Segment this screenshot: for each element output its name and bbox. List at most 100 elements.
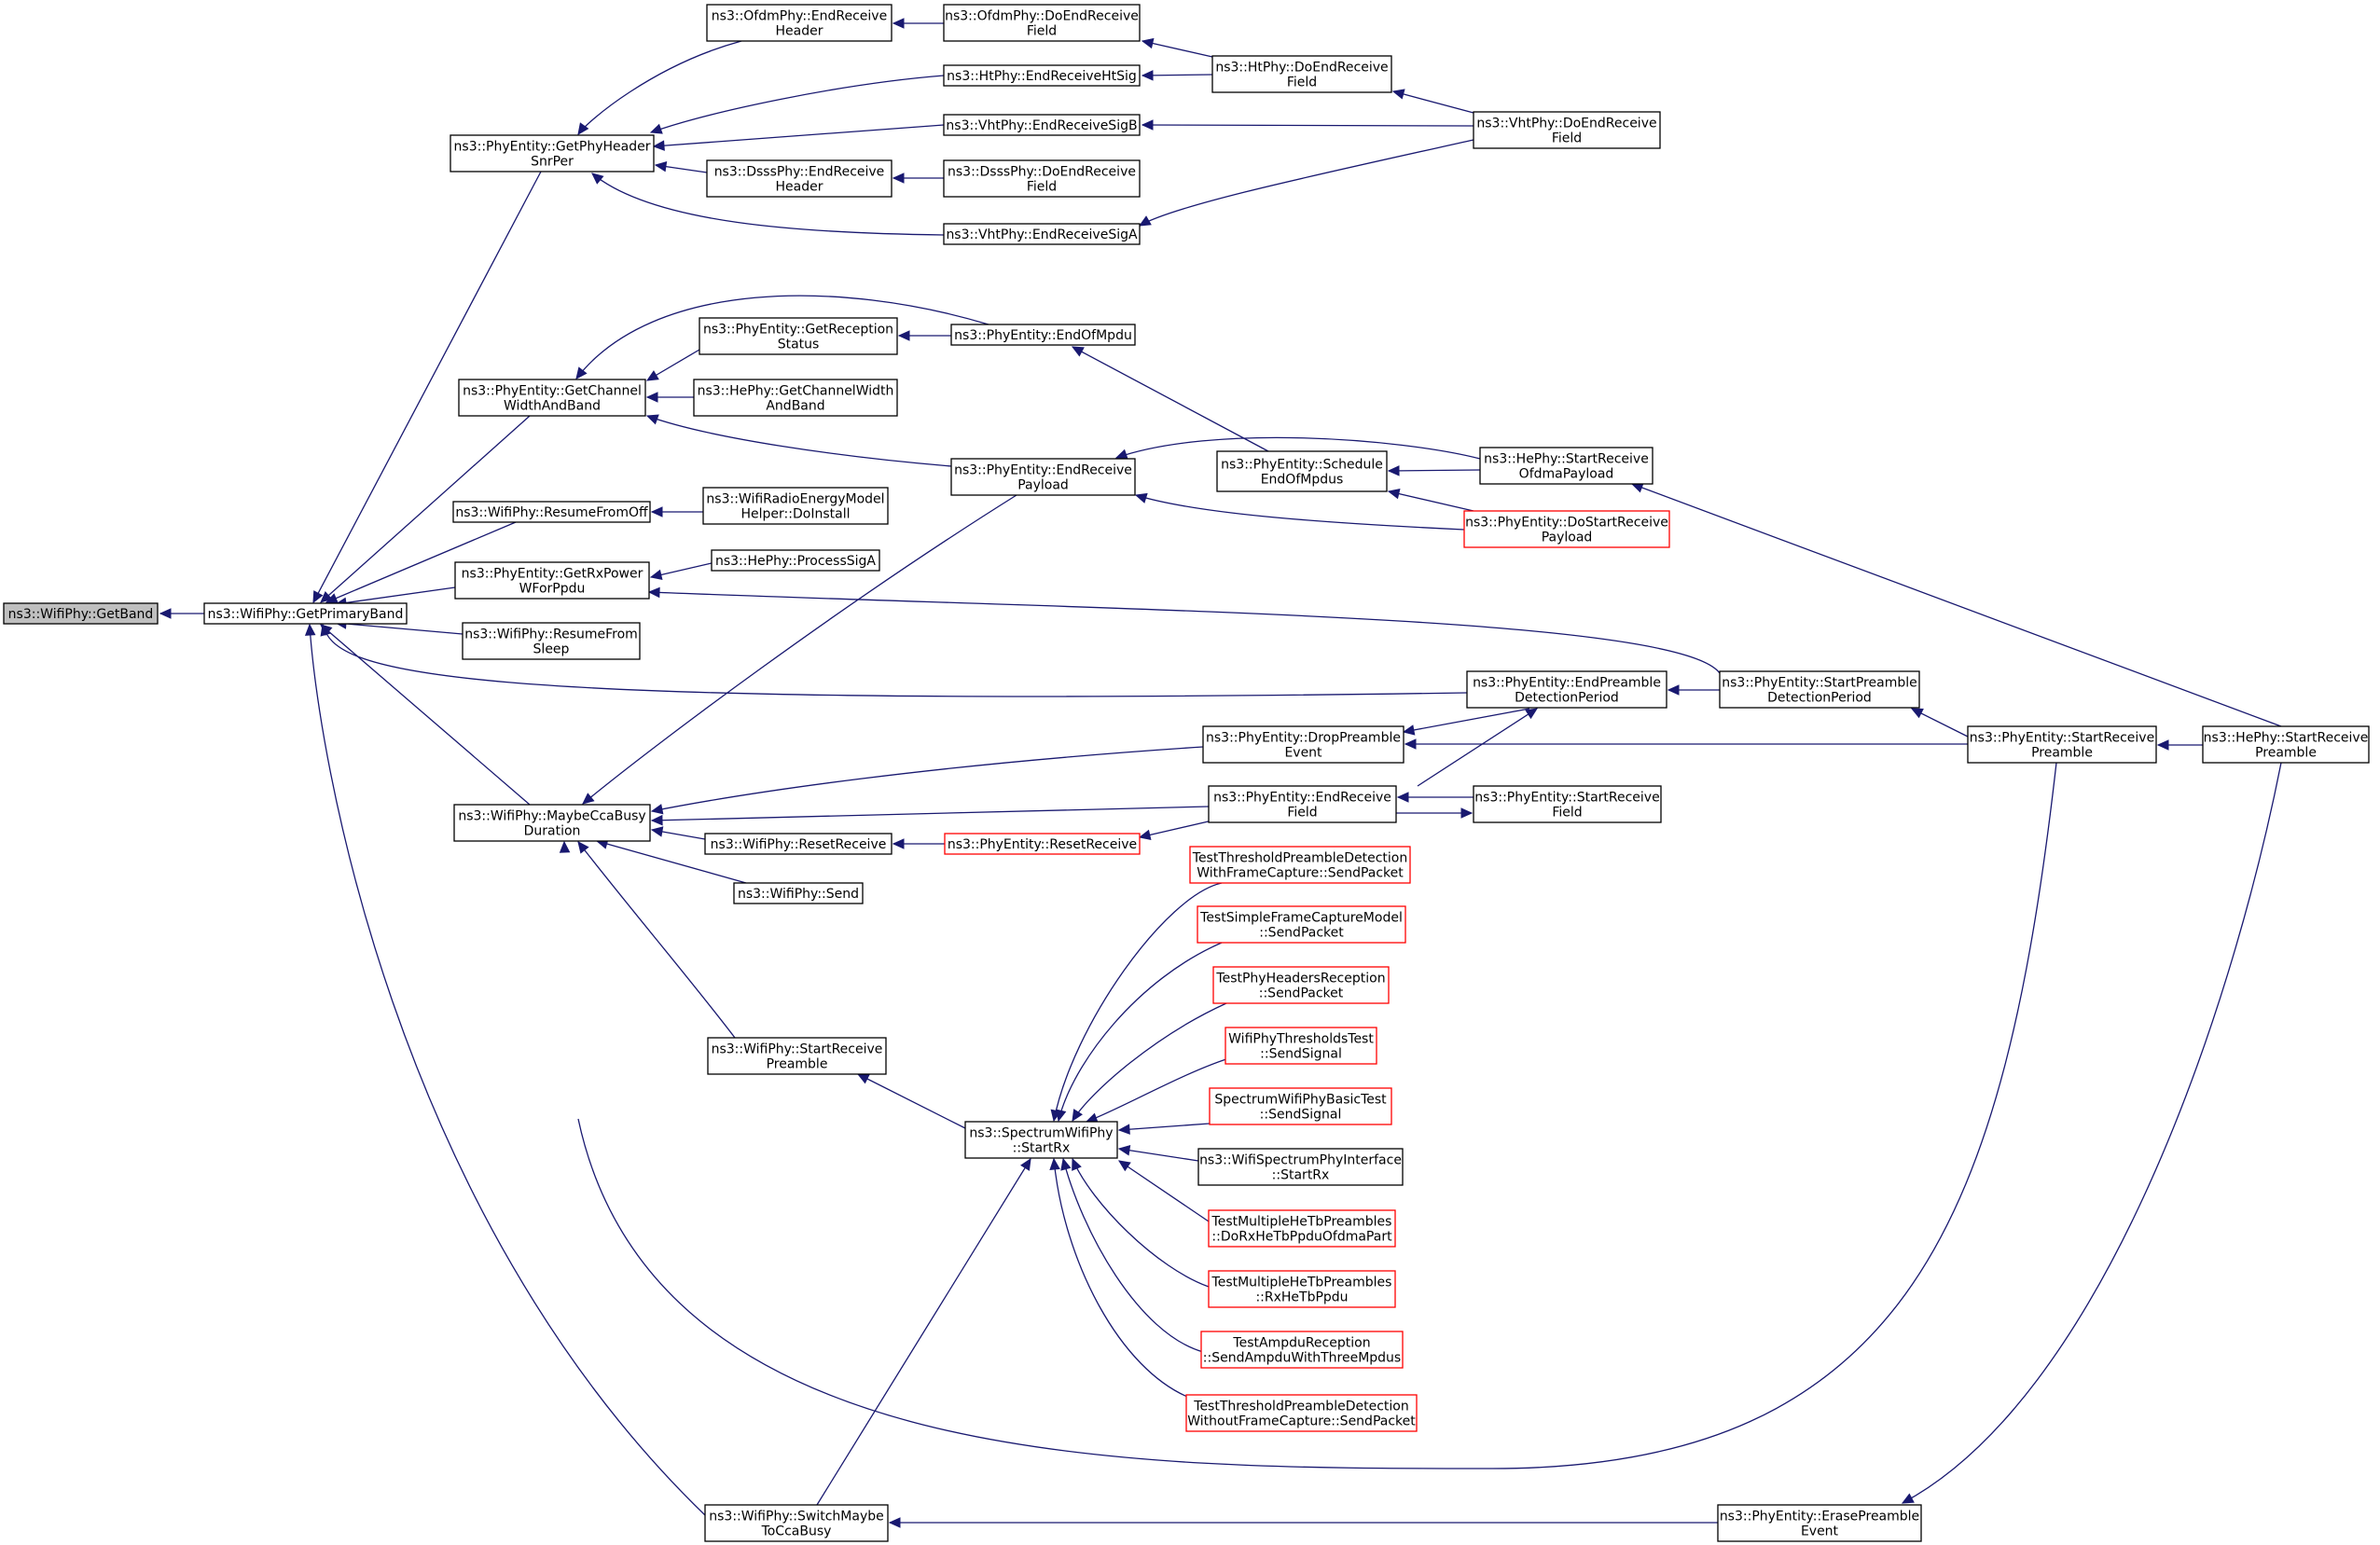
node-label: ns3::WifiSpectrumPhyInterface: [1199, 1153, 1402, 1168]
edge-line: [582, 494, 1017, 805]
node-label: ToCcaBusy: [761, 1524, 832, 1539]
call-edge-maybeccabusyduration-to-getprimaryband: [320, 624, 531, 806]
node-endpreambledetectionperiod[interactable]: ns3::PhyEntity::EndPreambleDetectionPeri…: [1466, 670, 1667, 709]
node-box: [1967, 725, 2157, 764]
node-wifiradioenergy[interactable]: ns3::WifiRadioEnergyModelHelper::DoInsta…: [702, 487, 889, 525]
node-box: [943, 4, 1141, 42]
node-he_processsiga[interactable]: ns3::HePhy::ProcessSigA: [711, 549, 880, 572]
node-label: ns3::VhtPhy::EndReceiveSigA: [946, 228, 1138, 242]
edge-arrowhead: [1667, 684, 1680, 696]
node-box: [1717, 1504, 1922, 1542]
node-vht_endreceivesiga[interactable]: ns3::VhtPhy::EndReceiveSigA: [943, 223, 1141, 245]
node-label: ns3::PhyEntity::ResetReceive: [948, 837, 1137, 852]
node-t_thresholds[interactable]: WifiPhyThresholdsTest::SendSignal: [1225, 1027, 1377, 1065]
node-label: ns3::WifiPhy::ResetReceive: [711, 837, 887, 852]
edge-line: [575, 295, 989, 379]
edge-line: [1072, 1158, 1210, 1288]
call-edge-startpreambledetectionperiod-to-getrxpowerwforppdu: [647, 586, 1721, 674]
node-box: [450, 134, 655, 172]
node-label: ns3::HtPhy::DoEndReceive: [1215, 61, 1388, 76]
edge-line: [1403, 708, 1530, 733]
node-label: TestMultipleHeTbPreambles: [1211, 1215, 1392, 1230]
edge-arrowhead: [897, 330, 910, 341]
node-vht_endreceivesigb[interactable]: ns3::VhtPhy::EndReceiveSigB: [943, 114, 1141, 136]
edge-arrowhead: [645, 414, 659, 425]
node-wifi_send[interactable]: ns3::WifiPhy::Send: [733, 882, 864, 904]
node-t_phyheaders[interactable]: TestPhyHeadersReception::SendPacket: [1212, 966, 1390, 1004]
node-box: [1208, 1209, 1396, 1248]
node-t_multi_dorx[interactable]: TestMultipleHeTbPreambles::DoRxHeTbPpduO…: [1208, 1209, 1396, 1248]
node-t_multi_rx[interactable]: TestMultipleHeTbPreambles::RxHeTbPpdu: [1208, 1270, 1396, 1308]
edge-arrowhead: [1460, 807, 1474, 819]
edge-line: [1631, 483, 2282, 727]
edge-line: [816, 1158, 1031, 1506]
call-edge-droppreambleevent-to-maybeccabusyduration: [650, 746, 1204, 815]
edge-line: [309, 624, 706, 1516]
call-edge-startpreambledetectionperiod-to-endpreambledetectionperiod: [1667, 684, 1720, 696]
node-box: [454, 561, 650, 600]
node-getprimaryband[interactable]: ns3::WifiPhy::GetPrimaryBand: [203, 602, 408, 625]
edge-arrowhead: [1910, 708, 1924, 719]
node-wifi_resetreceive[interactable]: ns3::WifiPhy::ResetReceive: [704, 833, 892, 855]
node-getband[interactable]: ns3::WifiPhy::GetBand: [3, 602, 159, 625]
node-label: Header: [776, 180, 823, 195]
edge-arrowhead: [1134, 492, 1148, 504]
node-box: [1185, 1394, 1418, 1432]
edge-line: [1072, 346, 1269, 452]
node-t_thresh_with[interactable]: TestThresholdPreambleDetectionWithFrameC…: [1189, 846, 1411, 884]
call-edge-wifiradioenergy-to-resumefromoff: [650, 506, 703, 517]
node-spectrum_startrx[interactable]: ns3::SpectrumWifiPhy::StartRx: [964, 1121, 1118, 1159]
node-endofmpdu[interactable]: ns3::PhyEntity::EndOfMpdu: [950, 324, 1136, 346]
call-edge-wifi_resetreceive-to-maybeccabusyduration: [650, 826, 706, 840]
edge-arrowhead: [1404, 738, 1417, 750]
node-startpreambledetectionperiod[interactable]: ns3::PhyEntity::StartPreambleDetectionPe…: [1719, 670, 1920, 709]
node-t_spectrumbasic[interactable]: SpectrumWifiPhyBasicTest::SendSignal: [1209, 1087, 1392, 1125]
edge-arrowhead: [1071, 346, 1085, 357]
node-t_thresh_without[interactable]: TestThresholdPreambleDetectionWithoutFra…: [1185, 1394, 1418, 1432]
node-label: ns3::PhyEntity::Schedule: [1221, 458, 1383, 473]
edge-arrowhead: [649, 123, 663, 134]
node-t_ampdu[interactable]: TestAmpduReception::SendAmpduWithThreeMp…: [1200, 1331, 1404, 1369]
node-wifispectrumiface[interactable]: ns3::WifiSpectrumPhyInterface::StartRx: [1197, 1148, 1404, 1186]
node-box: [707, 1037, 887, 1075]
call-edge-he_startreceivepreamble-to-erasepreambleevent: [1901, 762, 2282, 1504]
edge-line: [650, 75, 945, 133]
node-ht_endreceivehtsig[interactable]: ns3::HtPhy::EndReceiveHtSig: [943, 64, 1141, 87]
node-t_simpleframe[interactable]: TestSimpleFrameCaptureModel::SendPacket: [1197, 905, 1406, 944]
node-box: [3, 602, 159, 625]
node-label: Field: [1287, 806, 1317, 821]
edge-arrowhead: [1141, 70, 1154, 81]
node-pe_resetreceive[interactable]: ns3::PhyEntity::ResetReceive: [944, 833, 1141, 855]
edge-line: [335, 586, 456, 605]
node-box: [943, 114, 1141, 136]
edge-arrowhead: [1114, 448, 1128, 460]
edge-arrowhead: [650, 826, 664, 837]
node-resumefromoff[interactable]: ns3::WifiPhy::ResumeFromOff: [452, 501, 651, 523]
